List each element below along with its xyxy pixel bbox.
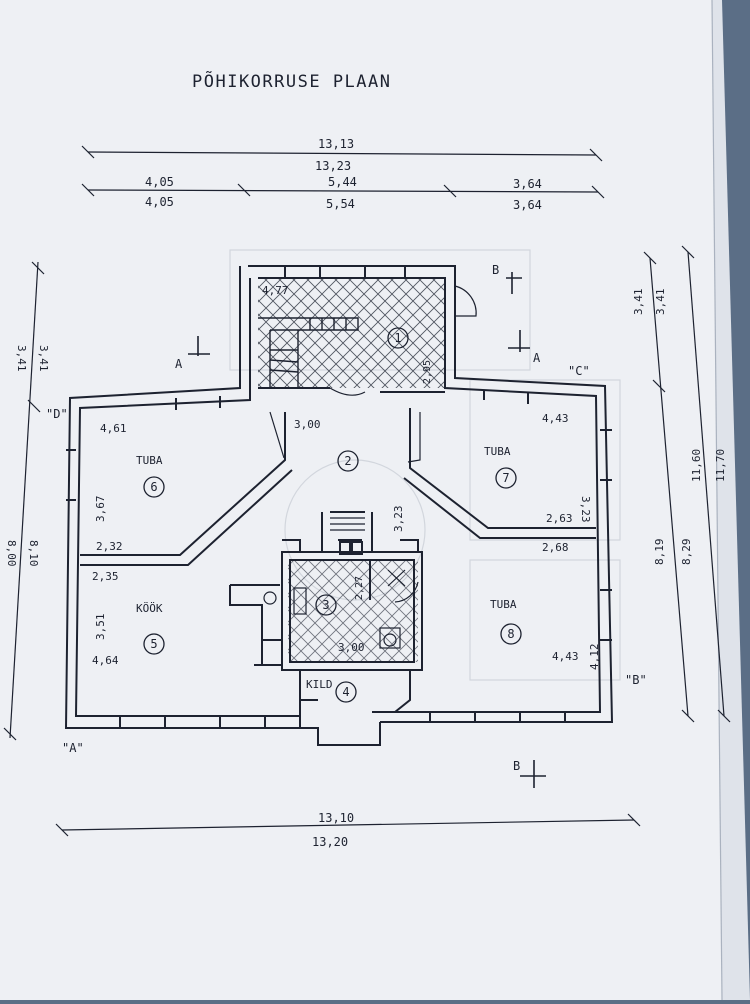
- room-4-label: KILD: [306, 678, 333, 691]
- corner-mark-a: "A": [62, 741, 84, 755]
- room-5-label: KÖÖK: [136, 602, 163, 615]
- dim-seg1-b: 4,05: [145, 195, 174, 209]
- room-3-dim-width: 3,00: [338, 641, 365, 654]
- dim-seg2-b: 5,54: [326, 197, 355, 211]
- dim-overall-top-a: 13,13: [318, 137, 354, 151]
- dim-right-lower-a: 8,19: [653, 539, 666, 566]
- room-5-dim-bottom: 4,64: [92, 654, 119, 667]
- paper-sheet: [0, 0, 722, 1000]
- dim-bottom-b: 13,20: [312, 835, 348, 849]
- section-mark-a-left: A: [175, 357, 183, 371]
- left-dimension-lines: [3, 261, 45, 741]
- room-6-number: 6: [150, 480, 157, 494]
- dim-right-upper-b: 3,41: [654, 289, 667, 316]
- room-8-dim-side: 4,12: [588, 644, 601, 671]
- dim-right-lower-b: 8,29: [680, 539, 693, 566]
- room-8-label: TUBA: [490, 598, 517, 611]
- room-1-dim-depth: 2,95: [422, 360, 433, 384]
- bathroom-fixtures: [263, 569, 419, 649]
- dim-left-upper-b: 3,41: [37, 345, 50, 372]
- staircase: [258, 317, 359, 388]
- room-4-number: 4: [342, 685, 349, 699]
- corner-mark-b: "B": [625, 673, 647, 687]
- section-mark-b-bottom: B: [513, 759, 520, 773]
- room-5-number: 5: [150, 637, 157, 651]
- room-6-dim-top: 4,61: [100, 422, 127, 435]
- dim-right-overall-a: 11,60: [690, 449, 703, 482]
- plan-title: PÕHIKORRUSE PLAAN: [192, 70, 392, 92]
- dim-seg1-a: 4,05: [145, 175, 174, 189]
- dim-seg3-b: 3,64: [513, 198, 542, 212]
- dim-left-lower-a: 8,00: [5, 540, 18, 567]
- room-8-dim-top: 2,68: [542, 541, 569, 554]
- room-7-dim-bottom: 2,63: [546, 512, 573, 525]
- room-3-dim-depth: 2,27: [354, 576, 365, 600]
- stair-hall-hatch: [258, 278, 445, 388]
- room-number-circles: [143, 327, 522, 703]
- room-6-label: TUBA: [136, 454, 163, 467]
- dim-seg3-a: 3,64: [513, 177, 542, 191]
- room-3-number: 3: [322, 598, 329, 612]
- corner-mark-c: "C": [568, 364, 590, 378]
- room-5-dim-side: 3,51: [94, 614, 107, 641]
- room-2-dim-width: 3,00: [294, 418, 321, 431]
- dim-right-upper-a: 3,41: [632, 289, 645, 316]
- top-dimension-lines: [81, 145, 605, 199]
- dim-left-lower-b: 8,10: [27, 540, 40, 567]
- dim-overall-top-b: 13,23: [315, 159, 351, 173]
- room-8-number: 8: [507, 627, 514, 641]
- room-6-dim-bottom: 2,32: [96, 540, 123, 553]
- building-walls: [64, 265, 614, 746]
- hall-stair-steps: [330, 517, 365, 531]
- bottom-dimension-line: [55, 813, 641, 837]
- dim-bottom-a: 13,10: [318, 811, 354, 825]
- room-1-dim-width: 4,77: [262, 284, 289, 297]
- room-7-dim-top: 4,43: [542, 412, 569, 425]
- section-mark-a-right: A: [533, 351, 541, 365]
- room-2-number: 2: [344, 454, 351, 468]
- room-2-dim-depth: 3,23: [392, 506, 405, 533]
- room-5-dim-top: 2,35: [92, 570, 119, 583]
- room-1-number: 1: [394, 331, 401, 345]
- right-dimension-lines: [643, 245, 731, 723]
- room-8-dim-bottom: 4,43: [552, 650, 579, 663]
- room-7-label: TUBA: [484, 445, 511, 458]
- section-mark-b-top: B: [492, 263, 499, 277]
- dim-seg2-a: 5,44: [328, 175, 357, 189]
- room-7-dim-side: 3,23: [579, 496, 592, 523]
- room-7-number: 7: [502, 471, 509, 485]
- corner-mark-d: "D": [46, 407, 68, 421]
- dim-right-overall-b: 11,70: [714, 449, 727, 482]
- dim-left-upper-a: 3,41: [15, 345, 28, 372]
- section-markers: [188, 272, 546, 788]
- room-6-dim-side: 3,67: [94, 496, 107, 523]
